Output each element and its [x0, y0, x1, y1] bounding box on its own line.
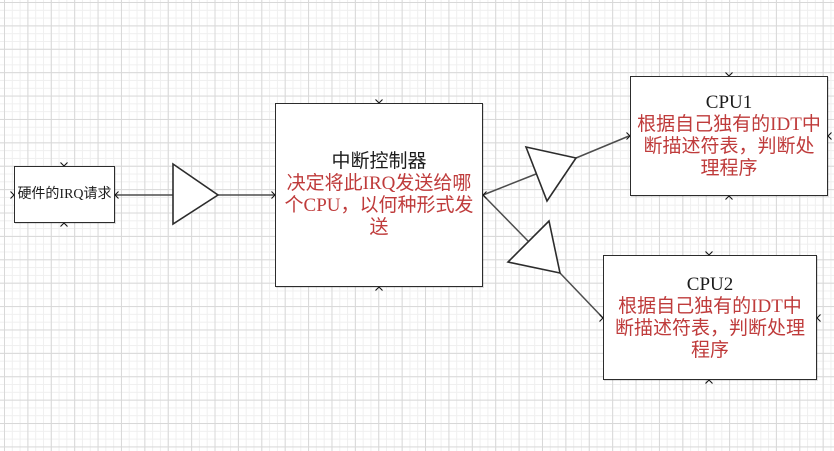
node-description: 决定将此IRQ发送给哪 个CPU，以何种形式发 送 [284, 173, 474, 238]
node-hardware-irq-request[interactable]: 硬件的IRQ请求 [14, 166, 115, 223]
node-cpu2[interactable]: CPU2 根据自己独有的IDT中 断描述符表，判断处理 程序 [603, 255, 817, 380]
node-cpu1[interactable]: CPU1 根据自己独有的IDT中 断描述符表，判断处 理程序 [630, 76, 828, 196]
wire-amplifier3-to-cpu2 [559, 272, 604, 319]
node-description: 根据自己独有的IDT中 断描述符表，判断处 理程序 [637, 114, 821, 179]
node-description: 根据自己独有的IDT中 断描述符表，判断处理 程序 [614, 295, 805, 361]
amplifier-triangle-1[interactable] [172, 162, 220, 226]
amplifier-triangle-2[interactable] [524, 145, 578, 203]
wire-amplifier2-to-cpu1 [575, 135, 630, 159]
node-title: 硬件的IRQ请求 [17, 187, 112, 202]
node-title: CPU2 [686, 273, 734, 295]
amplifier-triangle-3[interactable] [506, 219, 562, 275]
wire-controller-to-amplifier2 [482, 173, 537, 196]
wire-controller-to-amplifier3 [482, 194, 529, 242]
node-title: 中断控制器 [331, 151, 427, 172]
node-title: CPU1 [705, 92, 753, 113]
node-interrupt-controller[interactable]: 中断控制器 决定将此IRQ发送给哪 个CPU，以何种形式发 送 [275, 103, 483, 287]
